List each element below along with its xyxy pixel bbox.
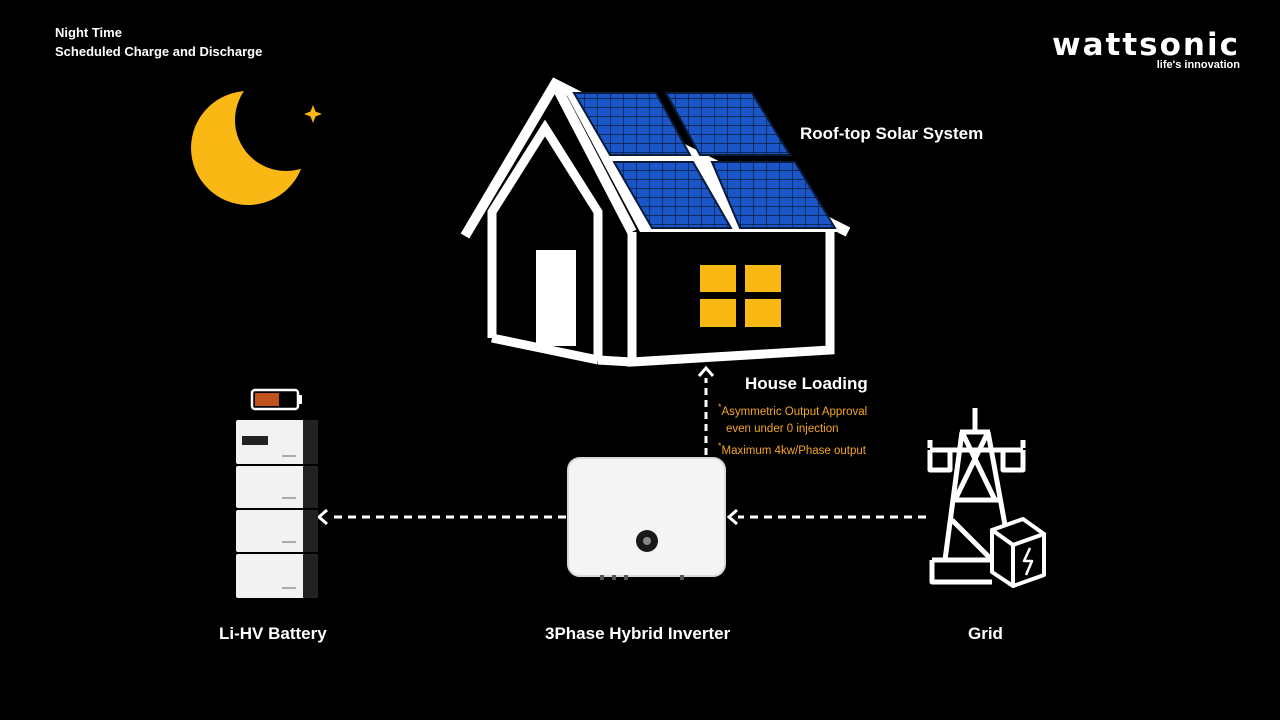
logo-tagline: life's innovation [1156,59,1240,71]
logo-brand: wattsonic [1051,27,1240,63]
moon-icon [191,69,337,205]
battery-label: Li-HV Battery [219,624,327,643]
battery-level-icon [250,388,302,411]
solar-panel-array [563,88,838,232]
star-icon [304,105,322,123]
note-line: Maximum 4kw/Phase output [721,444,866,457]
inverter-label: 3Phase Hybrid Inverter [545,624,731,643]
grid-tower-icon [927,408,1026,585]
scene-subtitle: Scheduled Charge and Discharge [55,44,263,59]
arrow-to-battery [316,508,566,526]
note-asymmetric-output: *Asymmetric Output Approval even under 0… [718,399,867,460]
arrow-grid-to-inverter [726,508,926,526]
solar-panel [572,92,692,156]
solar-panel [664,92,792,156]
wattsonic-logo: wattsonic life's innovation [1052,28,1240,71]
note-marker: * [718,440,722,451]
house-loading-label: House Loading [745,374,868,393]
note-marker: * [718,402,722,412]
solar-panel [612,161,733,229]
solar-panel [710,161,837,229]
hybrid-inverter-icon [567,457,726,580]
note-line: Asymmetric Output Approval [721,405,868,418]
battery-stack-icon [236,420,318,598]
arrow-to-house [697,365,715,455]
house-window [700,265,781,327]
scene-title: Night Time [55,25,122,40]
grid-label: Grid [968,624,1003,643]
house-door [536,250,576,346]
grid-box-icon [990,517,1046,588]
note-line: even under 0 injection [726,422,839,435]
solar-system-label: Roof-top Solar System [800,124,984,143]
